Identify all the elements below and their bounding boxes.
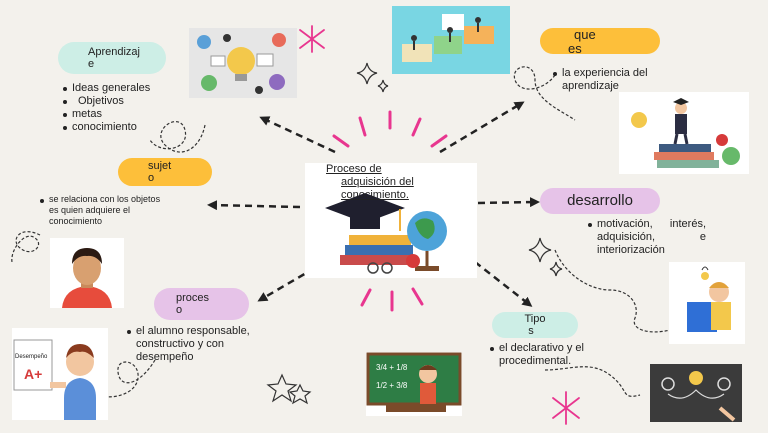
proceso-item: el alumno responsable, constructivo y co… — [127, 325, 251, 364]
graduate-on-books-icon — [631, 98, 740, 168]
node-sujeto-label-2: o — [148, 172, 155, 184]
arrow-sujeto — [207, 200, 301, 211]
student-image: Desempeño A+ — [12, 328, 108, 420]
center-illustration: Proceso de adquisición del conocimiento. — [305, 163, 477, 278]
teacher-chalkboard-image: 3/4 + 1/8 1/2 + 3/8 — [366, 352, 462, 416]
graduation-books-globe-icon — [325, 193, 447, 274]
node-tipos-pill: Tipo s — [492, 312, 578, 338]
que-es-list: la experiencia del aprendizaje — [553, 67, 673, 93]
sparkles — [266, 62, 563, 405]
que-es-item: la experiencia del aprendizaje — [553, 67, 673, 93]
arrow-desarrollo — [477, 197, 540, 208]
center-title-line1: Proceso de — [326, 163, 382, 175]
aprendizaje-item: Ideas generales — [63, 82, 173, 95]
arrow-tipos — [474, 261, 533, 307]
paper-grade: A+ — [24, 366, 43, 382]
node-tipos-label-1: Tipo — [524, 313, 546, 325]
sujeto-item: se relaciona con los objetos es quien ad… — [40, 194, 172, 227]
aprendizaje-list: Ideas generales Objetivos metas conocimi… — [63, 82, 173, 134]
desarrollo-item: motivación, interés, adquisición, e inte… — [588, 218, 706, 257]
aprendizaje-item: Objetivos — [63, 95, 173, 108]
node-aprendizaje-label-2: e — [88, 58, 95, 70]
tipos-list: el declarativo y el procedimental. — [490, 342, 598, 368]
puzzle-person-image — [669, 262, 745, 344]
aprendizaje-item: metas — [63, 108, 173, 121]
node-aprendizaje-label-1: Aprendizaj — [88, 46, 140, 58]
proceso-list: el alumno responsable, constructivo y co… — [127, 325, 251, 364]
node-proceso-label-2: o — [176, 304, 183, 316]
puzzle-image — [392, 6, 510, 74]
graduate-image — [619, 92, 749, 174]
tipos-item: el declarativo y el procedimental. — [490, 342, 598, 368]
pink-star-bottom — [552, 391, 580, 425]
puzzle-people-icon — [402, 14, 494, 62]
svg-text:1/2 + 3/8: 1/2 + 3/8 — [376, 381, 408, 390]
burst-lines — [332, 110, 448, 312]
person-avatar-icon — [62, 248, 112, 308]
squiggle-lines — [11, 66, 671, 398]
pink-star-top — [299, 25, 325, 53]
node-tipos-label-2: s — [528, 325, 534, 337]
teacher-chalkboard-icon: 3/4 + 1/8 1/2 + 3/8 — [366, 352, 462, 412]
node-sujeto-pill: sujet o — [118, 158, 212, 186]
node-que-es-pill: que es — [540, 27, 660, 56]
node-desarrollo-label: desarrollo — [567, 192, 633, 209]
node-desarrollo-pill: desarrollo — [540, 188, 660, 214]
aprendizaje-item: conocimiento — [63, 121, 173, 134]
arrow-que-es — [439, 101, 525, 154]
node-sujeto-label-1: sujet — [148, 160, 172, 172]
ideas-lightbulbs-icon — [661, 371, 736, 422]
lightbulb-collage-icon — [197, 33, 286, 94]
center-title-line3: conocimiento. — [341, 189, 409, 201]
node-aprendizaje-pill: Aprendizaj e — [58, 42, 166, 74]
svg-text:3/4 + 1/8: 3/4 + 1/8 — [376, 363, 408, 372]
aprendizaje-image — [189, 28, 297, 98]
arrow-aprendizaje — [259, 116, 336, 154]
student-with-paper-icon — [13, 339, 96, 420]
desarrollo-list: motivación, interés, adquisición, e inte… — [588, 218, 706, 257]
sujeto-list: se relaciona con los objetos es quien ad… — [40, 194, 172, 227]
paper-label: Desempeño — [15, 354, 48, 360]
center-title-line2: adquisición del — [341, 176, 414, 188]
node-que-es-label-1: que — [574, 27, 596, 42]
node-que-es-label-2: es — [568, 41, 582, 56]
person-avatar-image — [50, 238, 124, 308]
node-proceso-label-1: proces — [176, 292, 210, 304]
node-proceso-pill: proces o — [154, 288, 249, 320]
ideas-image — [650, 364, 742, 422]
puzzle-thinker-icon — [687, 266, 731, 332]
